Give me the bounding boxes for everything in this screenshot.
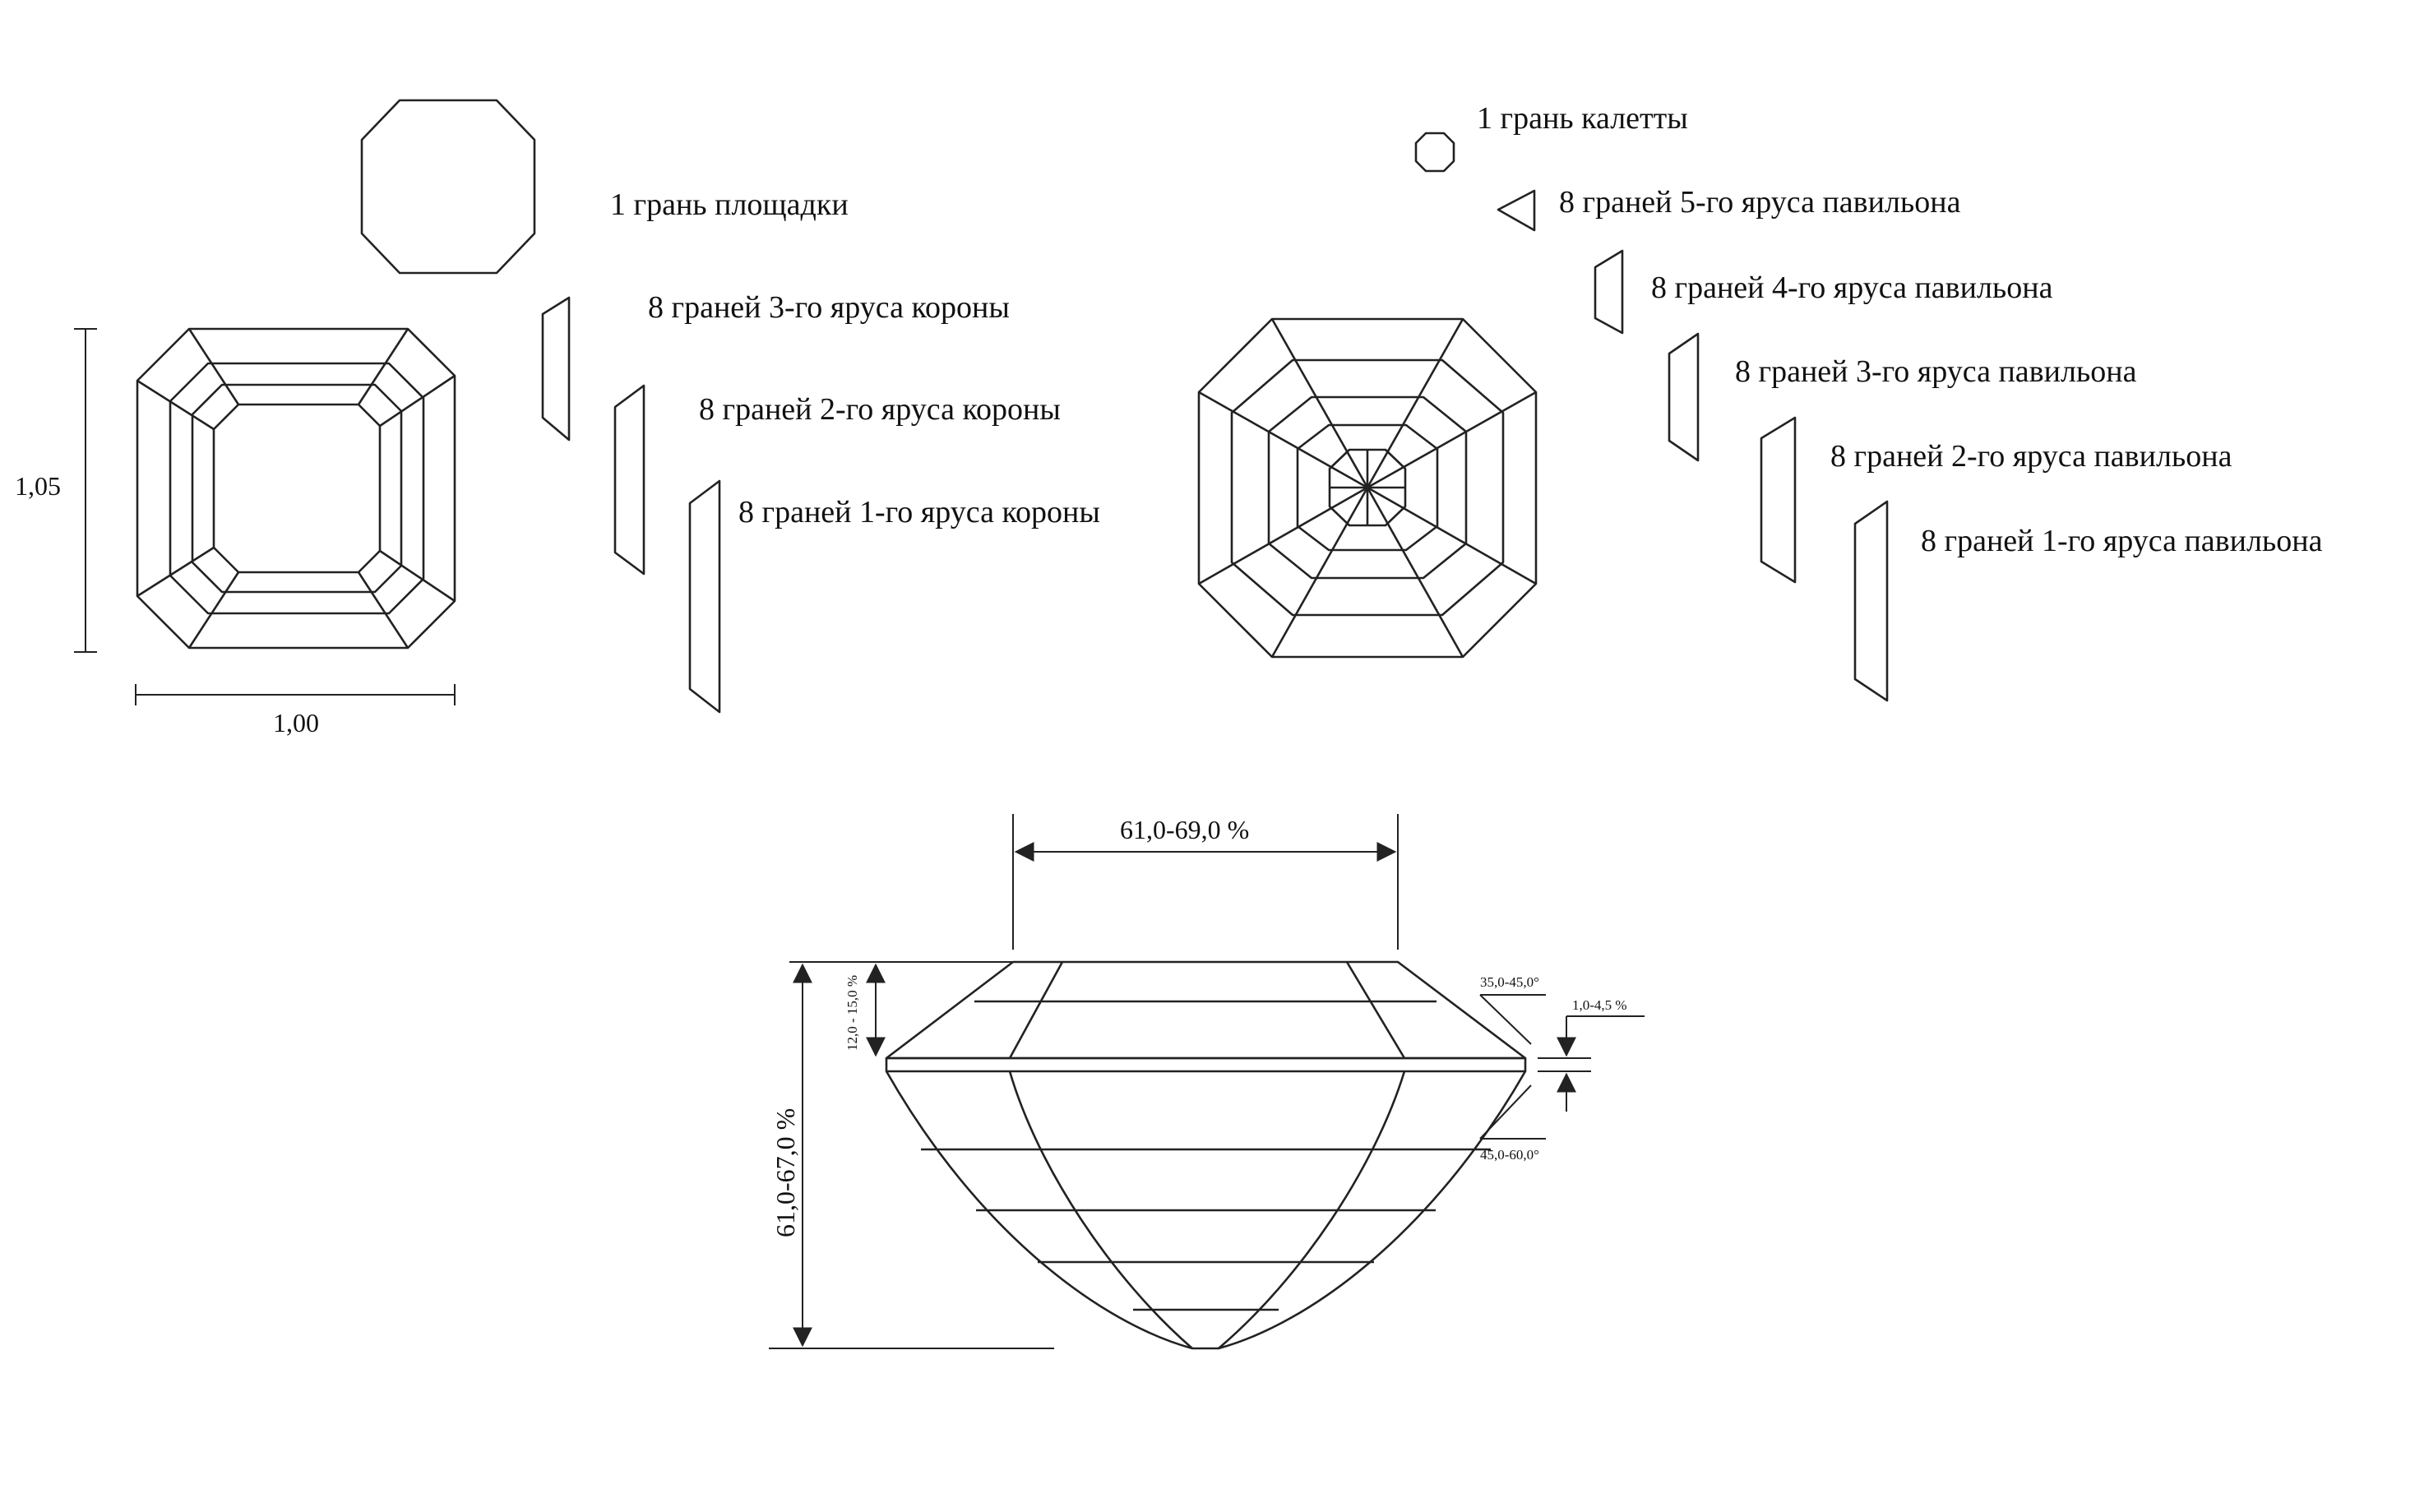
pavilion-tier3-facet: 8 граней 3-го яруса павильона: [1668, 332, 2137, 462]
crown-tier3-facet: 8 граней 3-го яруса короны: [541, 290, 1010, 442]
crown-tier3-label: 8 граней 3-го яруса короны: [648, 290, 1010, 325]
pavilion-tier1-label: 8 граней 1-го яруса павильона: [1921, 524, 2323, 558]
table-facet: 1 грань площадки: [360, 99, 849, 275]
crown-angle-indicator: 35,0-45,0°: [1479, 974, 1546, 1045]
crown-angle-label: 35,0-45,0°: [1480, 974, 1539, 990]
length-dimension: 1,05: [15, 328, 97, 653]
total-depth-dimension: 61,0-67,0 %: [769, 961, 1054, 1349]
crown-tier2-facet: 8 граней 2-го яруса короны: [613, 384, 1061, 576]
pavilion-tier5-label: 8 граней 5-го яруса павильона: [1559, 185, 1961, 220]
girdle-thickness-label: 1,0-4,5 %: [1572, 997, 1627, 1013]
culet-label: 1 грань калетты: [1477, 101, 1688, 136]
pavilion-tier4-facet: 8 граней 4-го яруса павильона: [1594, 249, 2053, 335]
side-profile: [885, 960, 1527, 1350]
pavilion-tier1-facet: 8 граней 1-го яруса павильона: [1853, 500, 2323, 702]
girdle-thickness-indicator: 1,0-4,5 %: [1538, 997, 1645, 1112]
pavilion-tier2-label: 8 граней 2-го яруса павильона: [1830, 439, 2232, 474]
total-depth-label: 61,0-67,0 %: [770, 1108, 800, 1237]
pavilion-angle-label: 45,0-60,0°: [1480, 1147, 1539, 1163]
length-label: 1,05: [15, 471, 61, 501]
pavilion-tier4-label: 8 граней 4-го яруса павильона: [1651, 270, 2053, 305]
pavilion-angle-indicator: 45,0-60,0°: [1479, 1084, 1546, 1163]
culet-facet: 1 грань калетты: [1414, 101, 1688, 173]
pavilion-tier3-label: 8 граней 3-го яруса павильона: [1735, 354, 2137, 389]
crown-top-view: [136, 327, 456, 650]
crown-height-dimension: 12,0 - 15,0 %: [844, 961, 886, 1057]
width-label: 1,00: [273, 708, 319, 738]
crown-tier1-facet: 8 граней 1-го яруса короны: [688, 479, 1100, 714]
table-width-label: 61,0-69,0 %: [1120, 815, 1249, 844]
pavilion-bottom-view: [1197, 317, 1538, 659]
crown-tier1-label: 8 граней 1-го яруса короны: [738, 495, 1100, 529]
width-dimension: 1,00: [135, 684, 456, 738]
table-width-dimension: 61,0-69,0 %: [1012, 814, 1399, 950]
table-facet-label: 1 грань площадки: [610, 187, 849, 222]
crown-tier2-label: 8 граней 2-го яруса короны: [699, 392, 1061, 427]
crown-height-label: 12,0 - 15,0 %: [844, 975, 860, 1051]
pavilion-tier5-facet: 8 граней 5-го яруса павильона: [1497, 185, 1961, 232]
pavilion-tier2-facet: 8 граней 2-го яруса павильона: [1760, 416, 2232, 584]
